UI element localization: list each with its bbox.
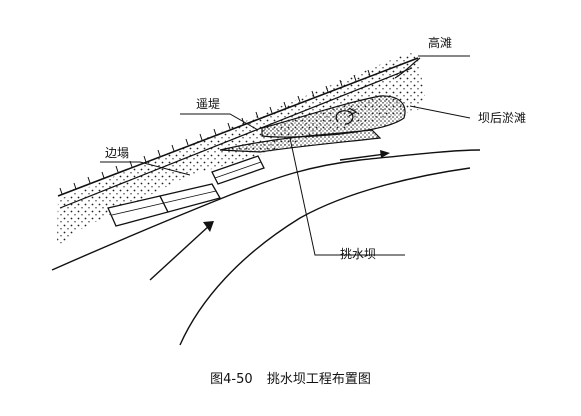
arrow-icon (149, 221, 214, 281)
figure-number: 图4-50 (210, 372, 253, 387)
spur-dike-label: 挑水坝 (340, 247, 377, 261)
revetment-blocks (107, 155, 265, 227)
high-beach-label: 高滩 (428, 36, 453, 50)
inner-bank-line (51, 149, 481, 271)
arrow-icon (339, 150, 390, 161)
silt-beach-label: 坝后淤滩 (478, 111, 527, 125)
figure-title: 挑水坝工程布置图 (266, 372, 371, 387)
opposite-bank-line (179, 167, 471, 346)
bank-collapse-label: 边塌 (105, 146, 130, 160)
revetment-block-lines (111, 161, 262, 216)
levee-toe-line (59, 67, 413, 209)
curl-arrow-icon (335, 110, 354, 125)
figure-caption: 图4-50 挑水坝工程布置图 (0, 368, 581, 387)
levee-hatching (59, 69, 371, 195)
leader-lines (100, 55, 471, 256)
levee-label: 遥堤 (196, 97, 221, 111)
high-beach-edge (394, 57, 421, 79)
levee-crest-line (57, 57, 419, 197)
